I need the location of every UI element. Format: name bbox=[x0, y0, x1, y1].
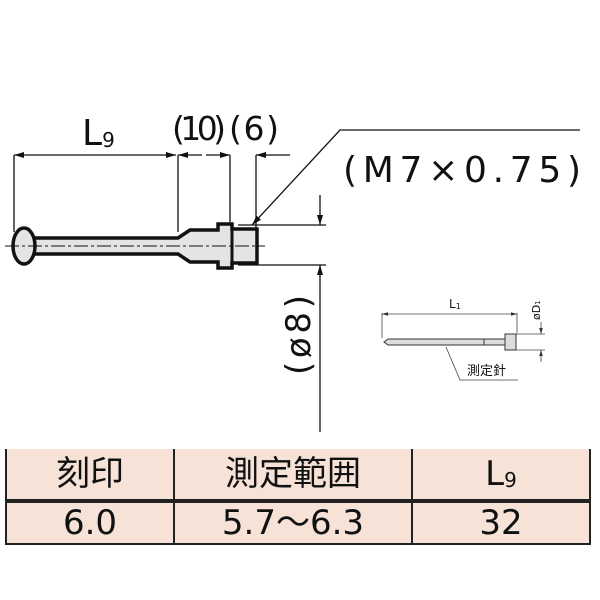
table-header-row: 刻印 測定範囲 L9 bbox=[5, 449, 591, 503]
header-l9: L9 bbox=[411, 449, 591, 503]
cell-l9: 32 bbox=[411, 500, 591, 545]
thread-spec-label: (M7×0.75) bbox=[343, 150, 581, 191]
cell-marking: 6.0 bbox=[5, 500, 175, 545]
header-marking: 刻印 bbox=[5, 449, 175, 503]
header-range: 測定範囲 bbox=[173, 449, 413, 503]
dimension-lines bbox=[13, 129, 580, 432]
inset-l1-label: L1 bbox=[449, 297, 461, 311]
cell-range: 5.7～6.3 bbox=[173, 500, 413, 545]
dim-6-label: (6) bbox=[229, 109, 279, 148]
table-row: 6.0 5.7～6.3 32 bbox=[5, 500, 591, 545]
spec-table: 刻印 測定範囲 L9 6.0 5.7～6.3 32 bbox=[5, 449, 591, 545]
inset-drawing: L1 øD1 測定針 bbox=[381, 297, 545, 381]
header-l9-text: L bbox=[485, 454, 505, 494]
inset-part-label: 測定針 bbox=[467, 364, 506, 379]
diameter-label: (ø8) bbox=[279, 295, 319, 375]
dim-10-label: (10) bbox=[172, 109, 226, 148]
dim-l9-label: L9 bbox=[82, 113, 115, 154]
header-l9-sub: 9 bbox=[504, 468, 517, 492]
inset-d1-label: øD1 bbox=[530, 300, 543, 320]
